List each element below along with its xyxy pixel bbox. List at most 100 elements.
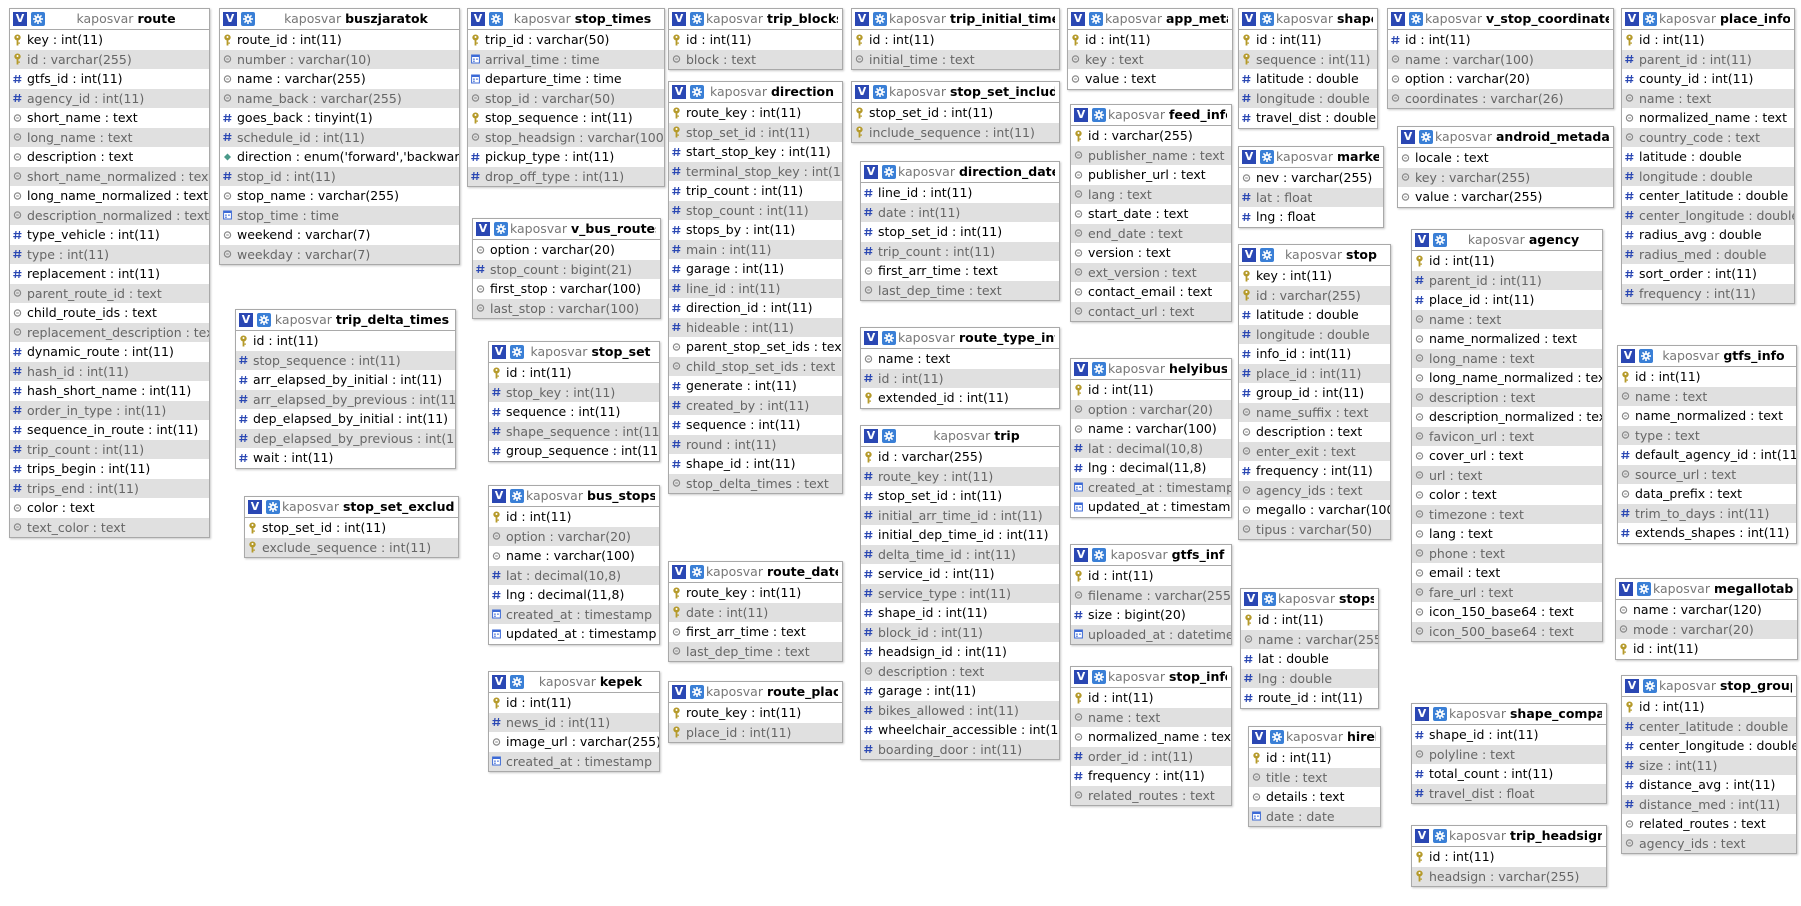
table-row[interactable]: generate : int(11) [669, 376, 842, 396]
table-row[interactable]: id : int(11) [489, 507, 659, 527]
table-row[interactable]: last_dep_time : text [861, 280, 1059, 300]
table-row[interactable]: exclude_sequence : int(11) [245, 537, 458, 557]
table-row[interactable]: sequence : int(11) [669, 415, 842, 435]
table-row[interactable]: name : varchar(120) [1616, 600, 1797, 620]
table-row[interactable]: direction : enum('forward','backward') [220, 147, 459, 167]
table-row[interactable]: cover_url : text [1412, 446, 1602, 466]
table-row[interactable]: start_date : text [1071, 204, 1231, 224]
table-row[interactable]: id : varchar(255) [861, 447, 1059, 467]
table-row[interactable]: child_stop_set_ids : text [669, 356, 842, 376]
table-row[interactable]: place_id : int(11) [1239, 363, 1390, 383]
table-row[interactable]: name : varchar(100) [1388, 49, 1613, 69]
table-row[interactable]: created_at : timestamp [489, 751, 659, 771]
table-row[interactable]: id : varchar(255) [1239, 285, 1390, 305]
table-row[interactable]: locale : text [1398, 148, 1613, 168]
table-row[interactable]: route_key : int(11) [669, 103, 842, 123]
gear-icon[interactable] [1643, 679, 1657, 693]
toggle-columns-button[interactable]: V [1621, 349, 1635, 363]
gear-icon[interactable] [510, 345, 524, 359]
table-row[interactable]: stops_by : int(11) [669, 220, 842, 240]
gear-icon[interactable] [690, 12, 704, 26]
gear-icon[interactable] [1639, 349, 1653, 363]
table-row[interactable]: lat : double [1241, 649, 1378, 669]
gear-icon[interactable] [266, 500, 280, 514]
gear-icon[interactable] [882, 331, 896, 345]
table-row[interactable]: name : varchar(100) [1071, 419, 1231, 439]
table-row[interactable]: stop_set_id : int(11) [669, 122, 842, 142]
table-row[interactable]: stop_set_id : int(11) [861, 486, 1059, 506]
table-row[interactable]: schedule_id : int(11) [220, 127, 459, 147]
gear-icon[interactable] [1262, 592, 1276, 606]
table-shape[interactable]: Vkaposvarshapeid : int(11)sequence : int… [1238, 8, 1378, 129]
table-row[interactable]: id : int(11) [1249, 748, 1380, 768]
table-row[interactable]: agency_id : int(11) [10, 88, 209, 108]
table-row[interactable]: value : text [1068, 69, 1232, 89]
table-row[interactable]: description_normalized : text [10, 205, 209, 225]
table-row[interactable]: boarding_door : int(11) [861, 739, 1059, 759]
table-row[interactable]: type : text [1618, 425, 1796, 445]
table-row[interactable]: description : text [10, 147, 209, 167]
table-row[interactable]: enter_exit : text [1239, 441, 1390, 461]
table-row[interactable]: weekday : varchar(7) [220, 244, 459, 264]
toggle-columns-button[interactable]: V [1242, 150, 1256, 164]
gear-icon[interactable] [1637, 582, 1651, 596]
table-row[interactable]: related_routes : text [1071, 785, 1231, 805]
table-row[interactable]: shape_sequence : int(11) [489, 421, 659, 441]
table-row[interactable]: type : int(11) [10, 244, 209, 264]
table-header[interactable]: Vkaposvarhelyibusz [1071, 359, 1231, 380]
table-row[interactable]: agency_ids : text [1239, 480, 1390, 500]
table-row[interactable]: name : text [1622, 88, 1794, 108]
table-row[interactable]: county_id : int(11) [1622, 69, 1794, 89]
toggle-columns-button[interactable]: V [1625, 679, 1639, 693]
table-row[interactable]: name_back : varchar(255) [220, 88, 459, 108]
table-row[interactable]: lng : decimal(11,8) [489, 585, 659, 605]
table-row[interactable]: stop_time : time [220, 205, 459, 225]
table-row[interactable]: id : int(11) [1071, 380, 1231, 400]
table-row[interactable]: id : int(11) [489, 363, 659, 383]
gear-icon[interactable] [690, 85, 704, 99]
gear-icon[interactable] [1260, 150, 1274, 164]
table-row[interactable]: shape_id : int(11) [1412, 725, 1606, 745]
toggle-columns-button[interactable]: V [1074, 362, 1088, 376]
table-row[interactable]: default_agency_id : int(11) [1618, 445, 1796, 465]
table-row[interactable]: id : int(11) [1388, 30, 1613, 50]
table-row[interactable]: last_stop : varchar(100) [473, 298, 660, 318]
table-row[interactable]: garage : int(11) [669, 259, 842, 279]
toggle-columns-button[interactable]: V [1391, 12, 1405, 26]
gear-icon[interactable] [1092, 108, 1106, 122]
table-row[interactable]: stop_set_id : int(11) [245, 518, 458, 538]
table-row[interactable]: center_longitude : double [1622, 736, 1796, 756]
toggle-columns-button[interactable]: V [1074, 108, 1088, 122]
table-row[interactable]: frequency : int(11) [1622, 283, 1794, 303]
toggle-columns-button[interactable]: V [248, 500, 262, 514]
table-row[interactable]: order_in_type : int(11) [10, 400, 209, 420]
table-row[interactable]: replacement_description : text [10, 322, 209, 342]
table-row[interactable]: center_latitude : double [1622, 716, 1796, 736]
table-row[interactable]: filename : varchar(255) [1071, 585, 1231, 605]
table-row[interactable]: trips_end : int(11) [10, 478, 209, 498]
table-row[interactable]: stop_sequence : int(11) [236, 350, 455, 370]
toggle-columns-button[interactable]: V [672, 565, 686, 579]
toggle-columns-button[interactable]: V [864, 165, 878, 179]
table-row[interactable]: ext_version : text [1071, 262, 1231, 282]
